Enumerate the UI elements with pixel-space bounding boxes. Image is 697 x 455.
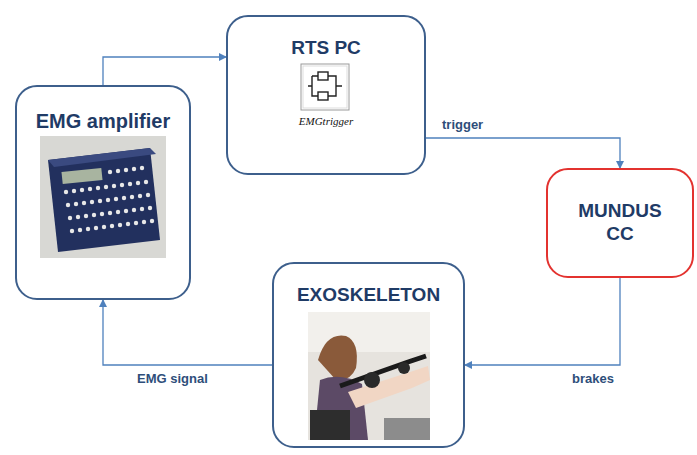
edge-label: brakes [570,371,616,386]
computer-box: RTS PC EMGtrigger [226,15,426,175]
signal-arrow [103,300,272,365]
node-title: EXOSKELETON [274,284,463,307]
block-name: EMGtrigger [228,115,424,128]
signal-arrow [103,57,226,85]
exoskeleton-box: EXOSKELETON [272,262,465,448]
edge-label: trigger [440,117,485,132]
edge-label: EMG signal [135,371,210,386]
node-title: MUNDUS CC [568,200,673,246]
controller-box: MUNDUS CC [546,168,694,278]
exoskeleton-photo [308,312,430,440]
node-title: EMG amplifier [17,109,189,133]
signal-arrow [426,138,620,168]
amplifier-photo [40,136,166,258]
node-title: RTS PC [228,37,424,60]
simulink-block-icon [301,64,349,110]
signal-arrow [465,278,620,365]
device-box: EMG amplifier [15,85,191,300]
